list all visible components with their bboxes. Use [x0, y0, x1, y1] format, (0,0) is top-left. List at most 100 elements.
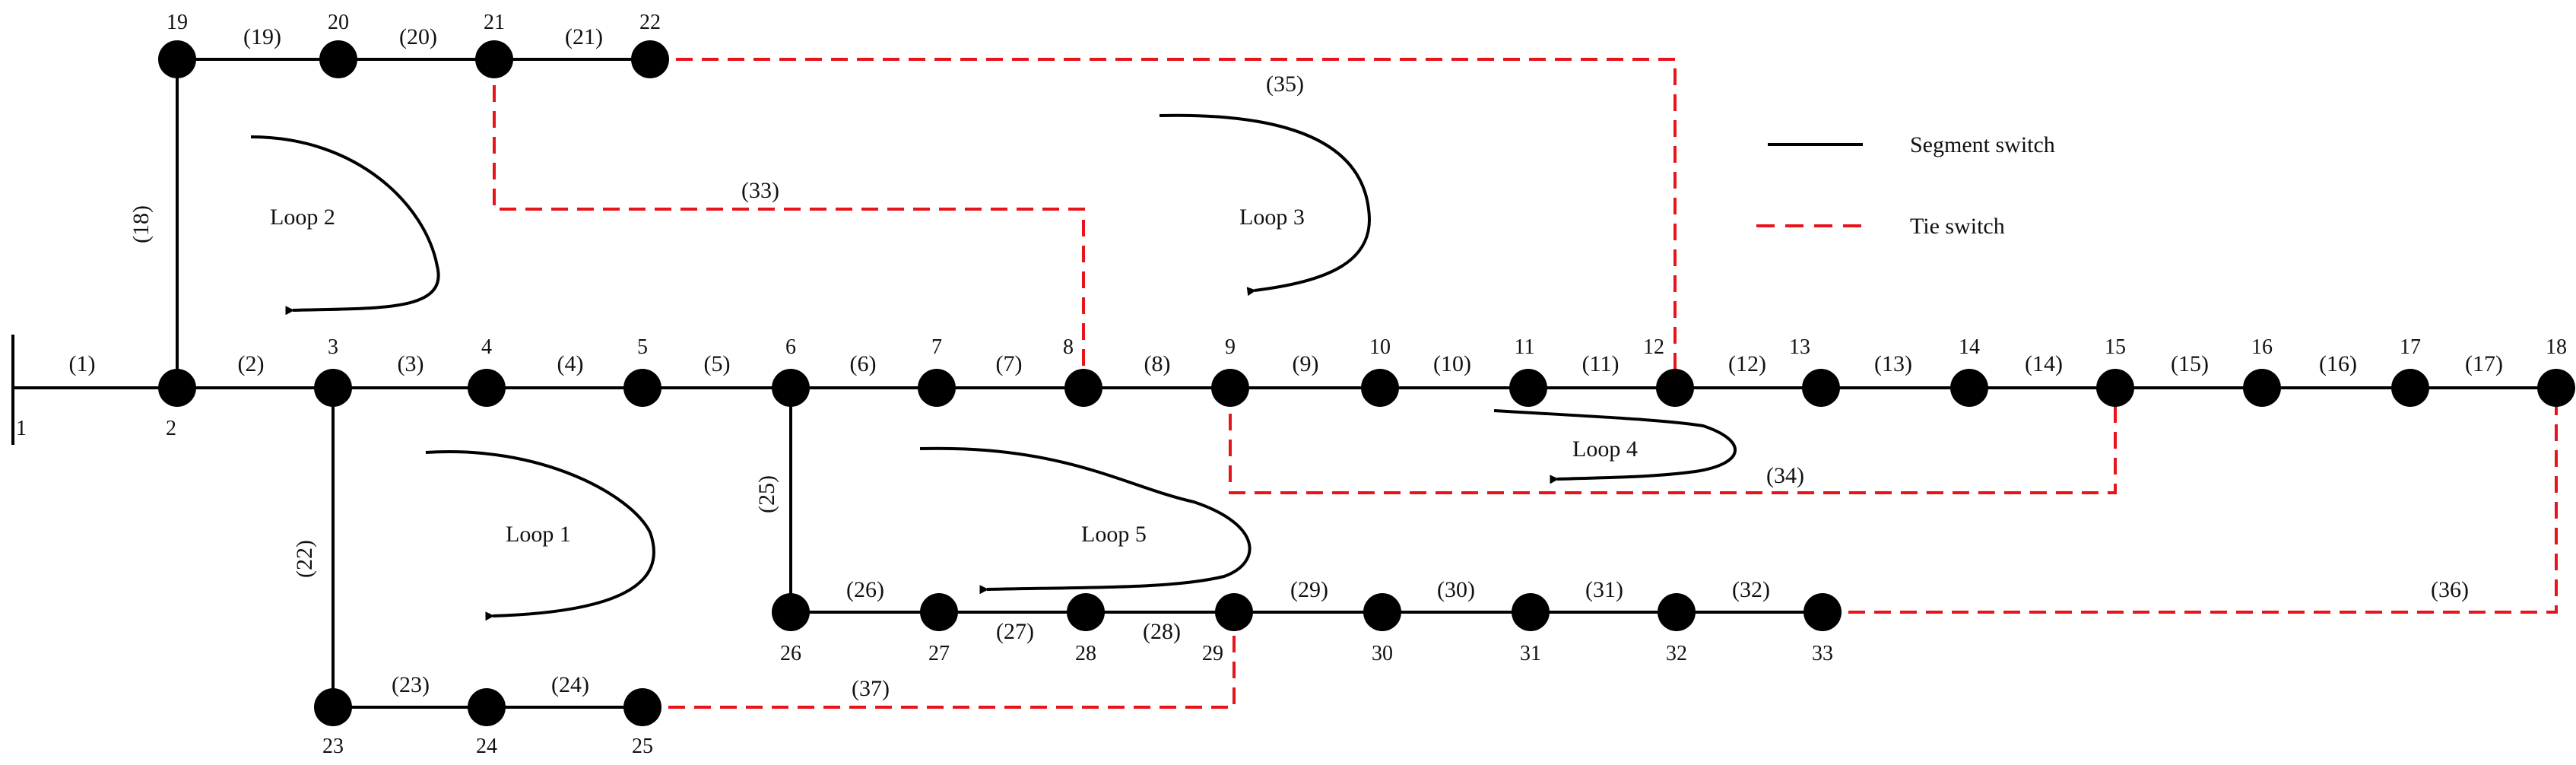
bus-node-19: [158, 40, 196, 78]
branch-label-5: (5): [704, 351, 731, 376]
node-label-28: 28: [1075, 642, 1096, 665]
branch-label-28: (28): [1143, 619, 1181, 644]
loop-1-arrow: [425, 450, 655, 621]
node-label-3: 3: [328, 335, 338, 359]
branch-label-14: (14): [2025, 351, 2063, 376]
tie-branch-37: [642, 612, 1236, 709]
node-label-1: 1: [16, 417, 27, 440]
loop-4-arrow: [1493, 409, 1737, 484]
node-label-11: 11: [1515, 335, 1535, 359]
node-label-25: 25: [632, 735, 653, 758]
loop-2-arrow: [250, 135, 440, 316]
bus-node-14: [1950, 369, 1988, 407]
node-label-18: 18: [2546, 335, 2567, 359]
tie-branch-33: [493, 59, 1085, 388]
bus-node-22: [631, 40, 669, 78]
node-label-13: 13: [1789, 335, 1810, 359]
branch-label-6: (6): [850, 351, 877, 376]
label-layer: (1)(2)(3)(4)(5)(6)(7)(8)(9)(10)(11)(12)(…: [69, 24, 2503, 701]
legend-segment-label: Segment switch: [1910, 132, 2055, 157]
node-label-10: 10: [1369, 335, 1391, 359]
branch-label-27: (27): [996, 619, 1034, 644]
bus-node-17: [2391, 369, 2429, 407]
segment-switch-layer: [13, 58, 2556, 709]
bus-node-11: [1509, 369, 1547, 407]
tie-branch-36: [1823, 388, 2558, 614]
branch-label-35: (35): [1266, 71, 1304, 97]
branch-label-17: (17): [2465, 351, 2503, 376]
node-label-32: 32: [1666, 642, 1687, 665]
branch-label-9: (9): [1293, 351, 1319, 376]
branch-label-8: (8): [1144, 351, 1171, 376]
bus-node-24: [468, 688, 506, 726]
branch-label-22: (22): [292, 540, 317, 578]
branch-label-26: (26): [846, 577, 884, 602]
branch-label-16: (16): [2319, 351, 2357, 376]
bus-node-7: [918, 369, 956, 407]
branch-label-2: (2): [238, 351, 265, 376]
bus-node-3: [314, 369, 352, 407]
node-label-15: 15: [2105, 335, 2126, 359]
branch-label-25: (25): [754, 475, 779, 513]
bus-node-29: [1215, 593, 1253, 631]
branch-label-7: (7): [996, 351, 1023, 376]
node-label-6: 6: [785, 335, 796, 359]
tie-branch-34: [1229, 388, 2117, 494]
loop-4-label: Loop 4: [1572, 436, 1638, 462]
node-label-27: 27: [928, 642, 950, 665]
node-label-24: 24: [476, 735, 497, 758]
loop-3-label: Loop 3: [1239, 205, 1305, 230]
branch-label-10: (10): [1433, 351, 1471, 376]
tie-branch-35: [650, 58, 1677, 388]
bus-node-31: [1512, 593, 1550, 631]
bus-node-27: [920, 593, 958, 631]
node-label-5: 5: [637, 335, 648, 359]
bus-node-4: [468, 369, 506, 407]
node-label-26: 26: [780, 642, 801, 665]
branch-label-12: (12): [1728, 351, 1766, 376]
node-label-31: 31: [1520, 642, 1541, 665]
branch-label-32: (32): [1732, 577, 1770, 602]
bus-node-26: [772, 593, 810, 631]
loop-1-label: Loop 1: [506, 522, 571, 547]
branch-label-33: (33): [741, 178, 779, 203]
node-label-4: 4: [481, 335, 492, 359]
branch-label-4: (4): [557, 351, 584, 376]
node-label-12: 12: [1643, 335, 1664, 359]
node-label-19: 19: [167, 11, 188, 34]
branch-label-3: (3): [398, 351, 424, 376]
node-label-23: 23: [322, 735, 344, 758]
legend-tie-label: Tie switch: [1910, 214, 2005, 239]
branch-label-13: (13): [1874, 351, 1912, 376]
branch-label-30: (30): [1437, 577, 1475, 602]
loop-2-label: Loop 2: [270, 205, 335, 230]
bus-node-5: [623, 369, 661, 407]
bus-node-28: [1067, 593, 1105, 631]
branch-label-34: (34): [1766, 463, 1804, 488]
bus-node-6: [772, 369, 810, 407]
bus-node-13: [1802, 369, 1840, 407]
branch-label-31: (31): [1585, 577, 1623, 602]
bus-node-23: [314, 688, 352, 726]
bus-node-2: [158, 369, 196, 407]
branch-label-1: (1): [69, 351, 96, 376]
bus-node-32: [1658, 593, 1696, 631]
node-label-21: 21: [484, 11, 505, 34]
branch-label-19: (19): [243, 24, 281, 49]
branch-label-18: (18): [128, 205, 154, 243]
branch-label-24: (24): [551, 672, 589, 697]
node-label-8: 8: [1063, 335, 1074, 359]
node-label-9: 9: [1225, 335, 1236, 359]
bus-node-30: [1363, 593, 1401, 631]
loop-5-arrow: [919, 446, 1252, 595]
bus-node-25: [623, 688, 661, 726]
branch-label-37: (37): [852, 676, 890, 701]
branch-label-23: (23): [392, 672, 430, 697]
node-label-14: 14: [1959, 335, 1980, 359]
bus-node-18: [2537, 369, 2575, 407]
loop-5-label: Loop 5: [1081, 522, 1147, 547]
bus-node-10: [1361, 369, 1399, 407]
